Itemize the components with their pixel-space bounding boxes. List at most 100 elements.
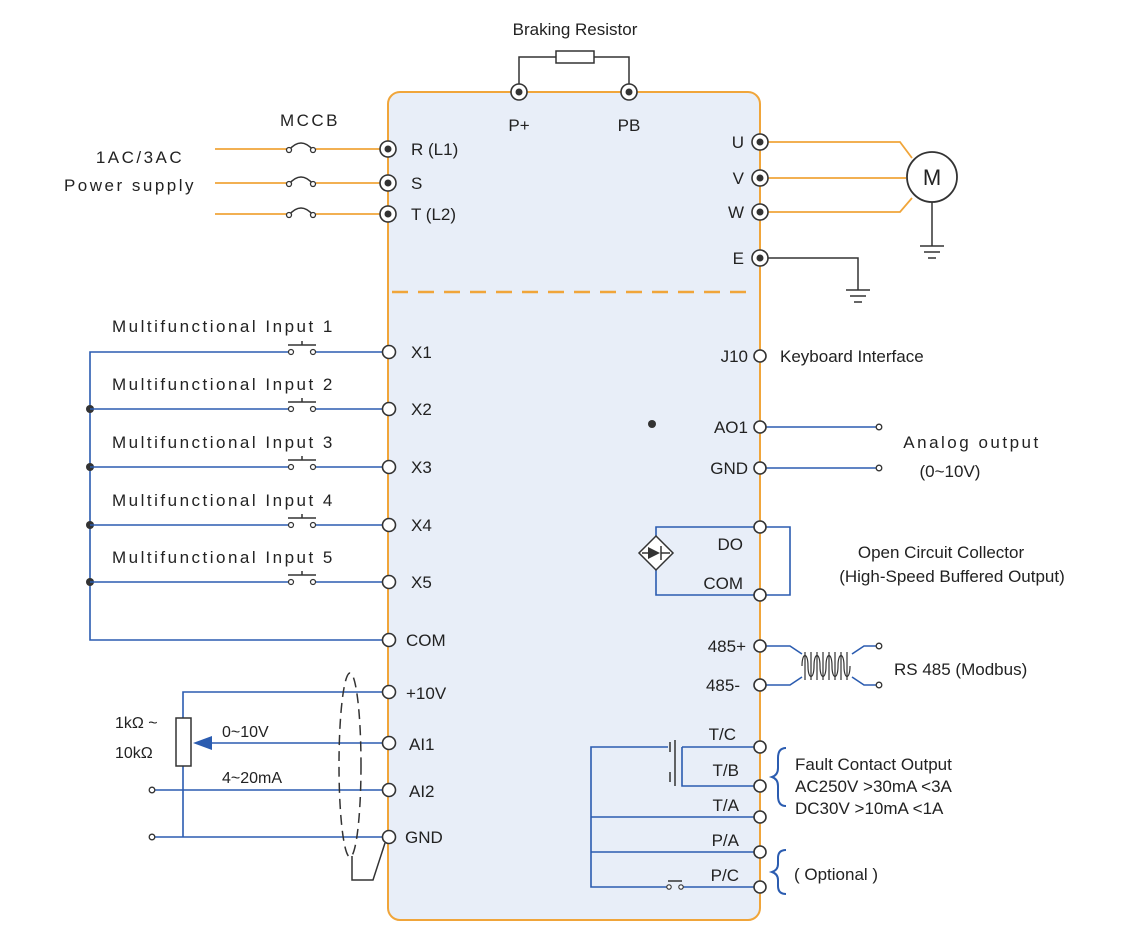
terminal-s-label: S xyxy=(411,174,422,193)
fault-dc-label: DC30V >10mA <1A xyxy=(795,799,944,818)
terminal-com-do-label: COM xyxy=(703,574,743,593)
rs485-label: RS 485 (Modbus) xyxy=(894,660,1027,679)
analog-output-wiring xyxy=(766,423,883,472)
open-collector-wiring xyxy=(637,526,791,596)
mf-input-3-label: Multifunctional Input 3 xyxy=(112,433,335,452)
terminal-485-minus-label: 485- xyxy=(706,676,740,695)
terminal-v-label: V xyxy=(733,169,745,188)
terminal-pa-label: P/A xyxy=(712,831,740,850)
twisted-pair-coil xyxy=(801,654,851,678)
terminal-r xyxy=(379,140,397,158)
terminal-gnd-label: GND xyxy=(405,828,443,847)
terminal-x3-label: X3 xyxy=(411,458,432,477)
terminal-e-label: E xyxy=(733,249,744,268)
terminal-x1-label: X1 xyxy=(411,343,432,362)
open-collector-label-2: (High-Speed Buffered Output) xyxy=(839,567,1065,586)
terminal-pb xyxy=(620,83,638,101)
pot-range-label-1: 1kΩ ~ xyxy=(115,715,158,732)
terminal-j10 xyxy=(753,349,767,363)
terminal-com-label: COM xyxy=(406,631,446,650)
terminal-gnd-ao-label: GND xyxy=(710,459,748,478)
terminal-ta-label: T/A xyxy=(713,796,740,815)
braking-resistor-label: Braking Resistor xyxy=(513,20,638,39)
terminal-tb-label: T/B xyxy=(713,761,739,780)
terminal-x4-label: X4 xyxy=(411,516,432,535)
input-switch-4 xyxy=(90,514,383,529)
terminal-pc xyxy=(753,880,767,894)
motor-label: M xyxy=(923,165,941,190)
terminal-ta xyxy=(753,810,767,824)
motor-wiring xyxy=(768,141,944,259)
braking-resistor-symbol xyxy=(555,50,595,64)
fault-contact-label: Fault Contact Output xyxy=(795,755,952,774)
power-line-s xyxy=(215,176,380,188)
terminal-pb-label: PB xyxy=(618,116,641,135)
terminal-w-label: W xyxy=(728,203,744,222)
terminal-gnd-ao xyxy=(753,461,767,475)
terminal-x2-label: X2 xyxy=(411,400,432,419)
earth-ground xyxy=(768,257,870,303)
fault-ac-label: AC250V >30mA <3A xyxy=(795,777,953,796)
mccb-label: MCCB xyxy=(280,111,340,130)
power-line-r xyxy=(215,142,380,154)
terminal-485-plus-label: 485+ xyxy=(708,637,746,656)
terminal-gnd xyxy=(381,829,397,845)
motor-symbol: M xyxy=(906,151,958,203)
terminal-do xyxy=(753,520,767,534)
optional-label: ( Optional ) xyxy=(794,865,878,884)
terminal-10v-label: +10V xyxy=(406,684,447,703)
terminal-x5 xyxy=(381,574,397,590)
terminal-j10-label: J10 xyxy=(721,347,748,366)
terminal-tc xyxy=(753,740,767,754)
input-switch-3 xyxy=(90,456,383,471)
ai2-range-label: 4~20mA xyxy=(222,770,282,787)
terminal-x2 xyxy=(381,401,397,417)
power-supply-label-2: Power supply xyxy=(64,176,196,195)
relay-wiring xyxy=(590,740,787,895)
terminal-ao1-label: AO1 xyxy=(714,418,748,437)
terminal-ai1 xyxy=(381,735,397,751)
terminal-u xyxy=(751,133,769,151)
keyboard-interface-label: Keyboard Interface xyxy=(780,347,924,366)
terminal-pc-label: P/C xyxy=(711,866,739,885)
terminal-10v xyxy=(381,684,397,700)
terminal-ai1-label: AI1 xyxy=(409,735,435,754)
mf-input-4-label: Multifunctional Input 4 xyxy=(112,491,335,510)
braking-resistor-wiring xyxy=(518,50,630,92)
terminal-com-do xyxy=(753,588,767,602)
potentiometer-symbol xyxy=(175,717,192,767)
ai1-range-label: 0~10V xyxy=(222,724,269,741)
terminal-ai2-label: AI2 xyxy=(409,782,435,801)
analog-range-label: (0~10V) xyxy=(920,462,981,481)
terminal-x1 xyxy=(381,344,397,360)
terminal-com xyxy=(381,632,397,648)
terminal-485-minus xyxy=(753,678,767,692)
terminal-u-label: U xyxy=(732,133,744,152)
terminal-t-label: T (L2) xyxy=(411,205,456,224)
terminal-v xyxy=(751,169,769,187)
terminal-w xyxy=(751,203,769,221)
terminal-r-label: R (L1) xyxy=(411,140,458,159)
analog-input-wiring xyxy=(148,691,383,841)
mf-input-5-label: Multifunctional Input 5 xyxy=(112,548,335,567)
terminal-ai2 xyxy=(381,782,397,798)
terminal-e xyxy=(751,249,769,267)
terminal-tb xyxy=(753,779,767,793)
terminal-do-label: DO xyxy=(718,535,744,554)
terminal-485-plus xyxy=(753,639,767,653)
mf-input-2-label: Multifunctional Input 2 xyxy=(112,375,335,394)
terminal-p-plus-label: P+ xyxy=(508,116,529,135)
pot-range-label-2: 10kΩ xyxy=(115,745,153,762)
power-supply-label-1: 1AC/3AC xyxy=(96,148,184,167)
rs485-wiring xyxy=(766,642,883,689)
input-switch-2 xyxy=(90,398,383,413)
analog-output-label: Analog output xyxy=(903,433,1040,452)
input-switch-5 xyxy=(90,571,383,586)
terminal-pa xyxy=(753,845,767,859)
mf-input-1-label: Multifunctional Input 1 xyxy=(112,317,335,336)
input-switch-1 xyxy=(287,341,383,356)
terminal-t xyxy=(379,205,397,223)
power-line-t xyxy=(215,207,380,219)
terminal-p-plus xyxy=(510,83,528,101)
